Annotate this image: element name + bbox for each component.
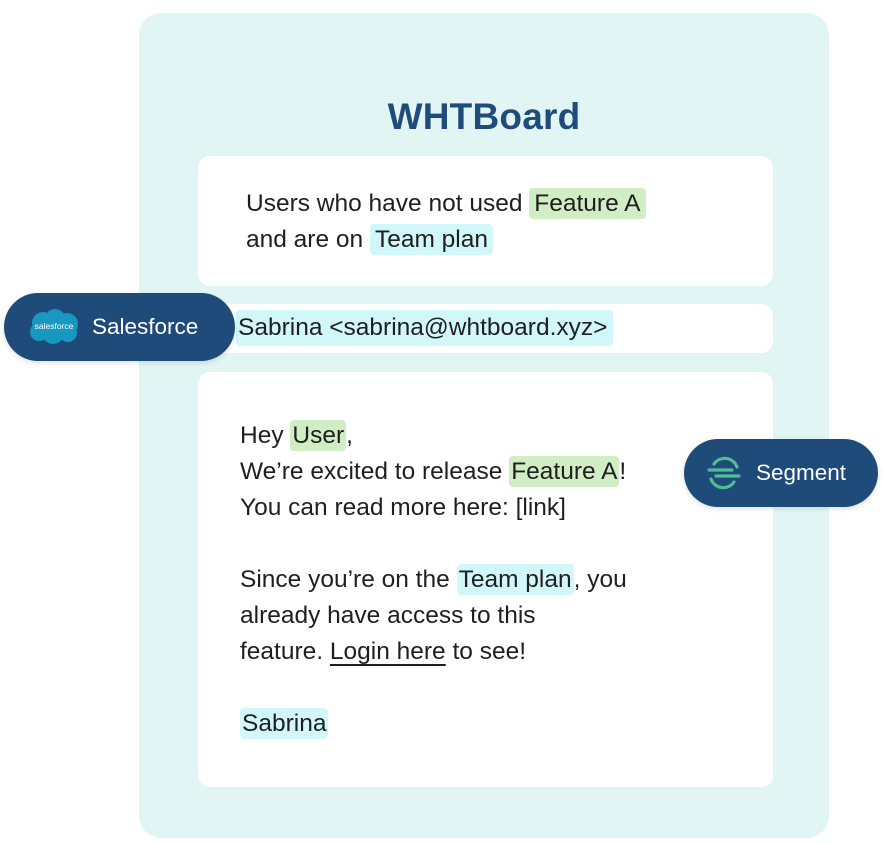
greeting-suffix: , [346, 422, 353, 449]
segment-label: Segment [756, 460, 847, 485]
message-line: already have access to this [240, 598, 773, 634]
salesforce-integration-badge[interactable]: salesforce Salesforce [4, 293, 235, 361]
plan-text: Since you’re on the [240, 566, 457, 593]
message-line: You can read more here: [link] [240, 490, 773, 526]
message-line: Since you’re on the Team plan, you [240, 562, 773, 598]
salesforce-logo-text: salesforce [34, 321, 74, 331]
plan-token[interactable]: Team plan [456, 564, 574, 595]
message-line: Sabrina [240, 706, 773, 742]
message-body-card[interactable]: Hey User, We’re excited to release Featu… [198, 372, 773, 787]
release-suffix: ! [619, 458, 627, 485]
feature-suffix: to see! [445, 638, 527, 665]
audience-segment-card[interactable]: Users who have not used Feature A and ar… [198, 156, 773, 286]
app-title: WHTBoard [387, 96, 581, 137]
release-text: We’re excited to release [240, 458, 510, 485]
user-token[interactable]: User [290, 420, 347, 451]
plan-token[interactable]: Team plan [369, 224, 494, 255]
segment-line-2: and are on Team plan [246, 222, 773, 258]
segment-line-1: Users who have not used Feature A [246, 186, 773, 222]
sender-value[interactable]: Sabrina <sabrina@whtboard.xyz> [236, 310, 614, 346]
blank-line [240, 526, 773, 562]
segment-line1-text: Users who have not used [246, 190, 530, 217]
feature-text: feature. [240, 638, 330, 665]
segment-integration-badge[interactable]: Segment [684, 439, 878, 507]
salesforce-cloud-icon: salesforce [26, 307, 82, 347]
read-more-text: You can read more here: [link] [240, 494, 566, 521]
login-link[interactable]: Login here [329, 638, 446, 665]
feature-token[interactable]: Feature A [529, 188, 646, 219]
message-line: We’re excited to release Feature A! [240, 454, 773, 490]
message-line: feature. Login here to see! [240, 634, 773, 670]
plan-suffix: , you [573, 566, 627, 593]
greeting-text: Hey [240, 422, 291, 449]
signature-token[interactable]: Sabrina [240, 708, 329, 739]
message-line: Hey User, [240, 418, 773, 454]
segment-line2-text: and are on [246, 226, 370, 253]
segment-icon [704, 453, 744, 493]
blank-line [240, 670, 773, 706]
access-text: already have access to this [240, 602, 536, 629]
feature-token[interactable]: Feature A [509, 456, 620, 487]
salesforce-label: Salesforce [92, 314, 199, 339]
